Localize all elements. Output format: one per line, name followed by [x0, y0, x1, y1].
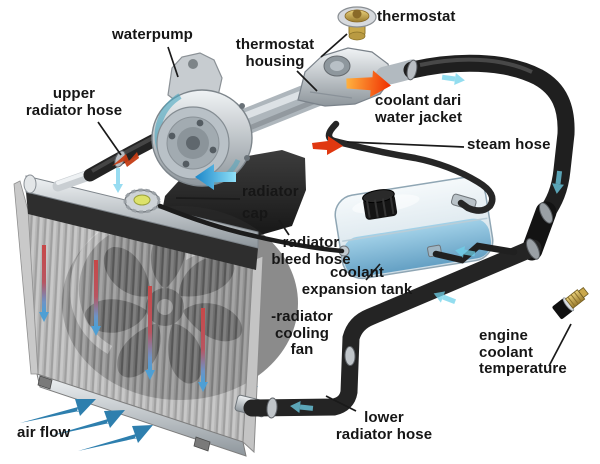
hot-flow-arrow — [346, 70, 391, 98]
label-leader-lines — [97, 33, 572, 412]
air-flow-arrows — [20, 399, 153, 451]
expansion-tank-cap — [362, 189, 398, 220]
radiator-cap-illustration — [123, 188, 161, 214]
radiator-illustration — [13, 168, 298, 457]
cool-flow-arrow — [195, 164, 236, 190]
radiator-bleed-hose-illustration — [157, 203, 345, 254]
waterpump-illustration — [151, 52, 343, 187]
hot-flow-arrow-small — [312, 136, 343, 155]
steam-hose-illustration — [325, 120, 496, 214]
thermostat-part-illustration — [337, 6, 377, 41]
hose-flow-marking — [112, 152, 139, 167]
flow-direction-arrows — [195, 70, 564, 413]
coolant-temperature-sensor-illustration — [552, 286, 589, 319]
thermostat-housing-illustration — [297, 47, 422, 107]
radiator-top-tank — [26, 192, 258, 270]
